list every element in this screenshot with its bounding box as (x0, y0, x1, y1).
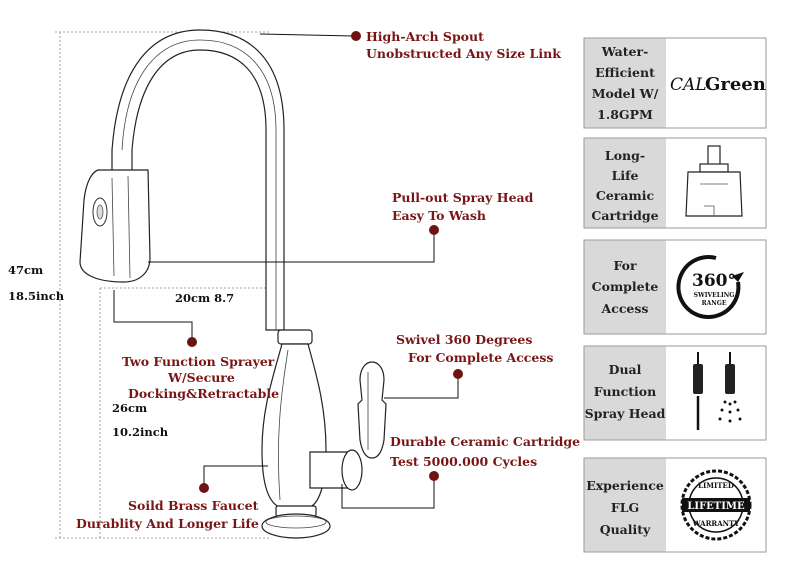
lifetime-warranty-icon: LIMITED LIFETIME WARRANTY (680, 469, 752, 541)
callout-pull-out-line1: Pull-out Spray Head (392, 190, 534, 205)
callout-pull-out-line2: Easy To Wash (392, 208, 486, 223)
callout-pull-out: Pull-out Spray Head Easy To Wash (392, 190, 534, 223)
seal-mid-text: LIFETIME (687, 501, 745, 512)
feature-panel-flg-quality: Experience FLG Quality LIMITED LIFETIME … (583, 457, 767, 553)
reach-dimension (99, 287, 282, 538)
calgreen-logo-icon: CAL Green (670, 74, 766, 95)
callout-brass: Soild Brass Faucet Durablity And Longer … (76, 498, 259, 531)
calgreen-logo-cal: CAL (670, 75, 707, 95)
panel-1-line3: Model W/ (592, 86, 659, 101)
callout-dot-cartridge (429, 471, 439, 481)
panel-4-line3: Spray Head (585, 406, 666, 421)
spout-height-cm-label: 26cm (112, 401, 147, 415)
panel-1-line4: 1.8GPM (597, 107, 653, 122)
panel-2-line3: Ceramic (596, 188, 655, 203)
callout-brass-line2: Durablity And Longer Life (76, 516, 259, 531)
reach-label: 20cm 8.7 (175, 291, 234, 305)
panel-5-line2: FLG (611, 500, 639, 515)
feature-panel-complete-access: For Complete Access 360° SWIVELING RANGE (583, 239, 767, 335)
callout-swivel-line2: For Complete Access (408, 350, 553, 365)
callout-dot-brass (199, 483, 209, 493)
callout-swivel: Swivel 360 Degrees For Complete Access (396, 332, 553, 365)
panel-2-line4: Cartridge (591, 208, 658, 223)
panel-2-line2: Life (612, 168, 639, 183)
callout-brass-line1: Soild Brass Faucet (128, 498, 259, 513)
panel-5-line3: Quality (600, 522, 651, 537)
seal-bottom-text: WARRANTY (692, 519, 741, 528)
panel-3-line3: Access (601, 301, 649, 316)
ceramic-cartridge-icon (685, 145, 743, 217)
calgreen-logo-green: Green (705, 74, 766, 95)
panel-1-line2: Efficient (595, 65, 655, 80)
callout-two-function: Two Function Sprayer W/Secure Docking&Re… (122, 354, 279, 401)
height-dimension (55, 31, 270, 539)
swivel-badge-sub1: SWIVELING (694, 292, 735, 299)
panel-4-line2: Function (594, 384, 656, 399)
swivel-badge-sub2: RANGE (702, 300, 727, 307)
callout-two-function-line1: Two Function Sprayer (122, 354, 275, 369)
height-in-label: 18.5inch (8, 289, 65, 303)
panel-4-line1: Dual (609, 362, 642, 377)
callout-high-arch-line1: High-Arch Spout (366, 29, 484, 44)
callout-dot-pull-out (429, 225, 439, 235)
panel-5-line1: Experience (586, 478, 664, 493)
feature-panel-ceramic-cartridge: Long- Life Ceramic Cartridge (583, 137, 767, 229)
feature-panel-water-efficient: Water- Efficient Model W/ 1.8GPM CAL Gre… (583, 37, 767, 129)
callout-high-arch-line2: Unobstructed Any Size Link (366, 46, 561, 61)
callout-swivel-line1: Swivel 360 Degrees (396, 332, 532, 347)
height-cm-label: 47cm (8, 263, 43, 277)
swivel-360-icon: 360° SWIVELING RANGE (676, 255, 744, 319)
panel-3-line2: Complete (592, 279, 659, 294)
panel-1-line1: Water- (601, 44, 649, 59)
spray-head-icon (693, 352, 742, 430)
panel-3-line1: For (613, 258, 637, 273)
callout-dot-swivel (453, 369, 463, 379)
leader-lines (113, 31, 463, 509)
callout-cartridge-line2: Test 5000.000 Cycles (390, 454, 537, 469)
faucet-drawing (79, 29, 387, 539)
callout-dot-two-function (187, 337, 197, 347)
swivel-badge-main: 360° (692, 271, 736, 291)
callout-cartridge-line1: Durable Ceramic Cartridge (390, 434, 580, 449)
callout-two-function-line2: W/Secure (167, 370, 235, 385)
feature-panel-dual-function: Dual Function Spray Head (583, 345, 767, 441)
seal-top-text: LIMITED (698, 481, 734, 490)
callout-two-function-line3: Docking&Retractable (128, 386, 279, 401)
callout-high-arch: High-Arch Spout Unobstructed Any Size Li… (366, 29, 561, 61)
callout-dot-high-arch (351, 31, 361, 41)
panel-2-line1: Long- (605, 148, 645, 163)
callout-cartridge: Durable Ceramic Cartridge Test 5000.000 … (390, 434, 580, 469)
spout-height-in-label: 10.2inch (112, 425, 169, 439)
